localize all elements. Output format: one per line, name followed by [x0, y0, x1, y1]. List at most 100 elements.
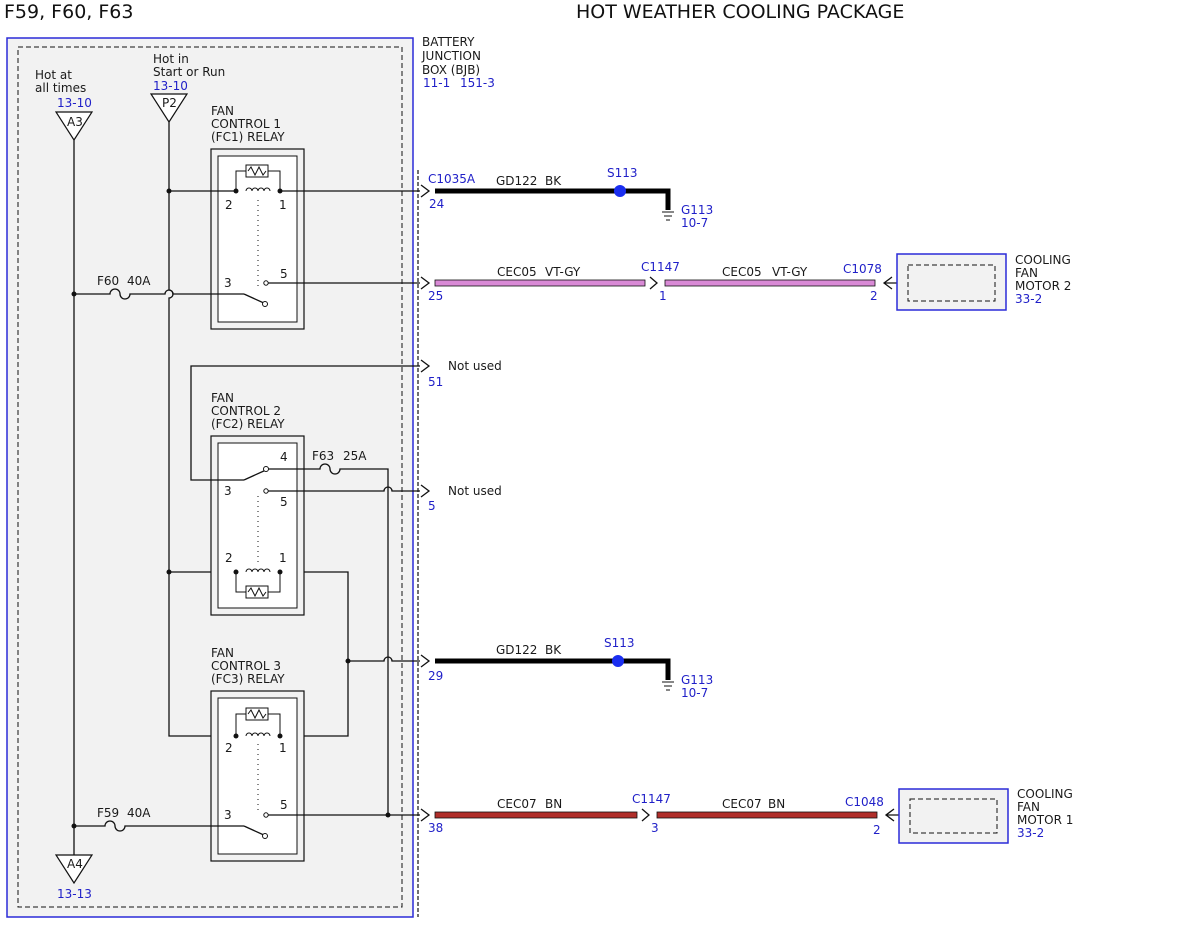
bjb-pin-29: 29 — [428, 669, 443, 683]
g113-ground-symbol-top — [662, 211, 674, 221]
fc1-pin2: 2 — [225, 198, 233, 212]
fc1-switch-arm — [243, 293, 267, 305]
motor1-label-line3: MOTOR 1 — [1017, 813, 1073, 827]
c1147-pin-1: 1 — [659, 289, 667, 303]
ground-junction-dot — [345, 658, 351, 664]
fc3-relay-inner — [217, 697, 298, 855]
f60-rating: 40A — [127, 274, 151, 288]
fc1-coil-loop — [235, 170, 281, 191]
row24-color: BK — [545, 174, 562, 188]
g113-label-top[interactable]: G113 — [681, 203, 713, 217]
bjb-outline — [6, 37, 414, 918]
a3-ref[interactable]: 13-10 — [57, 96, 92, 110]
fc1-pin5: 5 — [280, 267, 288, 281]
motor2-ref[interactable]: 33-2 — [1015, 292, 1042, 306]
fc3-contact-5 — [263, 812, 269, 818]
c1078-connector[interactable]: C1078 — [843, 262, 882, 276]
row38-color-b: BN — [768, 797, 785, 811]
c1147-connector-b[interactable]: C1147 — [632, 792, 671, 806]
fc3-pin1: 1 — [279, 741, 287, 755]
fc2-pin5: 5 — [280, 495, 288, 509]
p2-label-line1: Hot in — [153, 52, 189, 66]
g113-ref-top[interactable]: 10-7 — [681, 216, 708, 230]
row25-circuit-b: CEC05 — [722, 265, 762, 279]
connector-arrow — [420, 808, 431, 822]
s113-label-top[interactable]: S113 — [607, 166, 638, 180]
s113-splice-top — [614, 185, 626, 197]
connector-arrow — [420, 484, 431, 498]
fc3-pin5: 5 — [280, 798, 288, 812]
fc2-label-line2: CONTROL 2 — [211, 404, 281, 418]
motor2-label-line3: MOTOR 2 — [1015, 279, 1071, 293]
bjb-label-line1: BATTERY — [422, 35, 475, 49]
bjb-pin-5: 5 — [428, 499, 436, 513]
page-title: HOT WEATHER COOLING PACKAGE — [576, 1, 904, 23]
motor1-ref[interactable]: 33-2 — [1017, 826, 1044, 840]
row24-circuit: GD122 — [496, 174, 537, 188]
motor2-label-line2: FAN — [1015, 266, 1038, 280]
fc2-relay-inner — [217, 442, 298, 609]
g113-ref-bottom[interactable]: 10-7 — [681, 686, 708, 700]
fc3-pin2: 2 — [225, 741, 233, 755]
fc2-contact-5 — [263, 488, 269, 494]
fc2-pin5-wire — [268, 486, 420, 492]
s113-label-bottom[interactable]: S113 — [604, 636, 635, 650]
fc3-label-line1: FAN — [211, 646, 234, 660]
fc2-pin3: 3 — [224, 484, 232, 498]
a4-pin: A4 — [67, 857, 83, 871]
row38-color-a: BN — [545, 797, 562, 811]
fc2-label-line3: (FC2) RELAY — [211, 417, 285, 431]
bjb-pin-25: 25 — [428, 289, 443, 303]
row38-wire-b — [656, 811, 878, 819]
c1147-connector-a[interactable]: C1147 — [641, 260, 680, 274]
g113-label-bottom[interactable]: G113 — [681, 673, 713, 687]
fc2-pin2-dot — [233, 569, 239, 575]
c1048-pin-2: 2 — [873, 823, 881, 837]
cooling-fan-motor-1-inner — [909, 798, 998, 834]
cooling-fan-motor-2-outer — [896, 253, 1007, 311]
fc1-coil — [245, 187, 271, 192]
p2-label-line2: Start or Run — [153, 65, 225, 79]
f59-fuse-wire — [74, 820, 244, 832]
fc3-label-line3: (FC3) RELAY — [211, 672, 285, 686]
bjb-ref-1[interactable]: 11-1 — [423, 76, 450, 90]
fc1-label-line1: FAN — [211, 104, 234, 118]
c1147-inline-arrow-a — [649, 276, 658, 290]
connector-arrow — [420, 276, 431, 290]
fc1-pin3: 3 — [224, 276, 232, 290]
c1048-connector[interactable]: C1048 — [845, 795, 884, 809]
f63-name: F63 — [312, 449, 334, 463]
motor1-label-line2: FAN — [1017, 800, 1040, 814]
fc1-label-line2: CONTROL 1 — [211, 117, 281, 131]
fc3-coil-loop — [235, 713, 281, 736]
a4-ref[interactable]: 13-13 — [57, 887, 92, 901]
c1035a-connector[interactable]: C1035A — [428, 172, 476, 186]
p2-ref[interactable]: 13-10 — [153, 79, 188, 93]
fc3-junction-dot — [385, 812, 391, 818]
a3-pin: A3 — [67, 115, 83, 129]
fuse-list-header: F59, F60, F63 — [4, 1, 133, 23]
fc3-label-line2: CONTROL 3 — [211, 659, 281, 673]
f63-fuse-wire — [268, 463, 389, 815]
fc2-pin1-dot — [277, 569, 283, 575]
g113-ground-symbol-bottom — [662, 681, 674, 691]
row25-circuit-a: CEC05 — [497, 265, 537, 279]
bjb-label-line2: JUNCTION — [421, 49, 481, 63]
row38-wire-a — [434, 811, 638, 819]
fc3-switch-arm — [243, 825, 267, 837]
c1035a-pin-24: 24 — [429, 197, 444, 211]
fc1-contact-5 — [263, 280, 269, 286]
fc2-label-line1: FAN — [211, 391, 234, 405]
cooling-fan-motor-1-outer — [898, 788, 1009, 844]
motor1-label-line1: COOLING — [1017, 787, 1073, 801]
f60-name: F60 — [97, 274, 119, 288]
row29-color: BK — [545, 643, 562, 657]
bjb-ref-2[interactable]: 151-3 — [460, 76, 495, 90]
p2-pin: P2 — [162, 96, 177, 110]
fc2-pin4: 4 — [280, 450, 288, 464]
row24-bk-wire — [435, 188, 671, 210]
fc3-resistor-zigzag — [247, 708, 267, 720]
row29-circuit: GD122 — [496, 643, 537, 657]
a3-connector-triangle — [54, 111, 94, 142]
fc2-pin3-wire — [190, 365, 420, 481]
